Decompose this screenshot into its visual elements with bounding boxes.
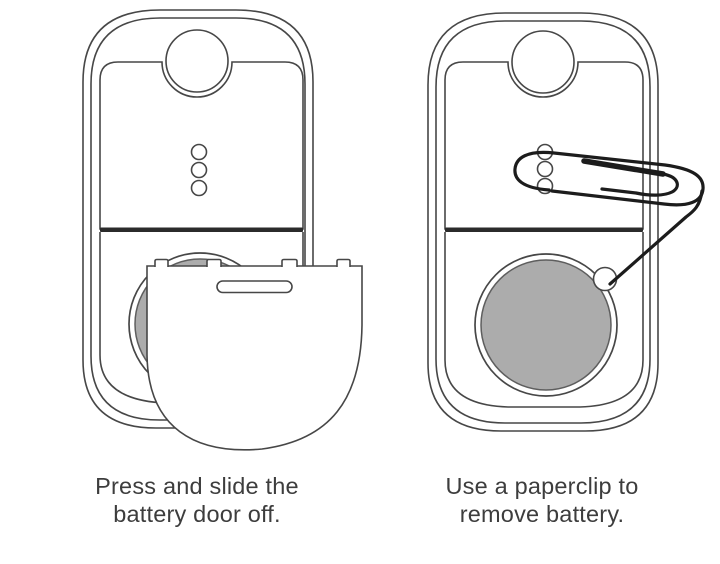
door-tab: [336, 258, 351, 267]
caption-right-line1: Use a paperclip to: [445, 473, 638, 499]
led-dots: [190, 143, 208, 197]
power-button: [165, 29, 229, 93]
paperclip-inner-loop: [600, 172, 679, 197]
battery-pry-notch: [592, 266, 618, 292]
door-tabs: [154, 258, 351, 267]
battery-door: [146, 258, 363, 451]
figure-press-slide: [82, 9, 363, 451]
led-dot-icon: [536, 177, 554, 195]
caption-left-line2: battery door off.: [113, 501, 281, 527]
panel-divider-bar: [100, 227, 303, 232]
captions: Press and slide the battery door off. Us…: [95, 473, 638, 527]
door-thumb-slot: [216, 280, 293, 294]
caption-left-line1: Press and slide the: [95, 473, 299, 499]
figure-paperclip-remove: [427, 12, 705, 432]
led-dot-icon: [536, 160, 554, 178]
paperclip-middle-wire: [581, 158, 666, 177]
paperclip-outer-loop: [513, 150, 705, 207]
power-button: [511, 30, 575, 94]
battery-compartment: [444, 232, 644, 408]
led-dot-icon: [190, 179, 208, 197]
door-tab: [281, 258, 298, 267]
battery-door-body: [146, 265, 363, 451]
battery-cell-icon: [480, 259, 612, 391]
panel-divider-bar: [445, 227, 643, 232]
led-dot-icon: [190, 143, 208, 161]
door-tab: [206, 258, 222, 267]
paperclip-free-end: [608, 189, 704, 286]
battery: [474, 253, 618, 397]
led-dot-icon: [190, 161, 208, 179]
door-tab: [154, 258, 169, 267]
paperclip-icon: [513, 150, 705, 286]
caption-right-line2: remove battery.: [460, 501, 625, 527]
